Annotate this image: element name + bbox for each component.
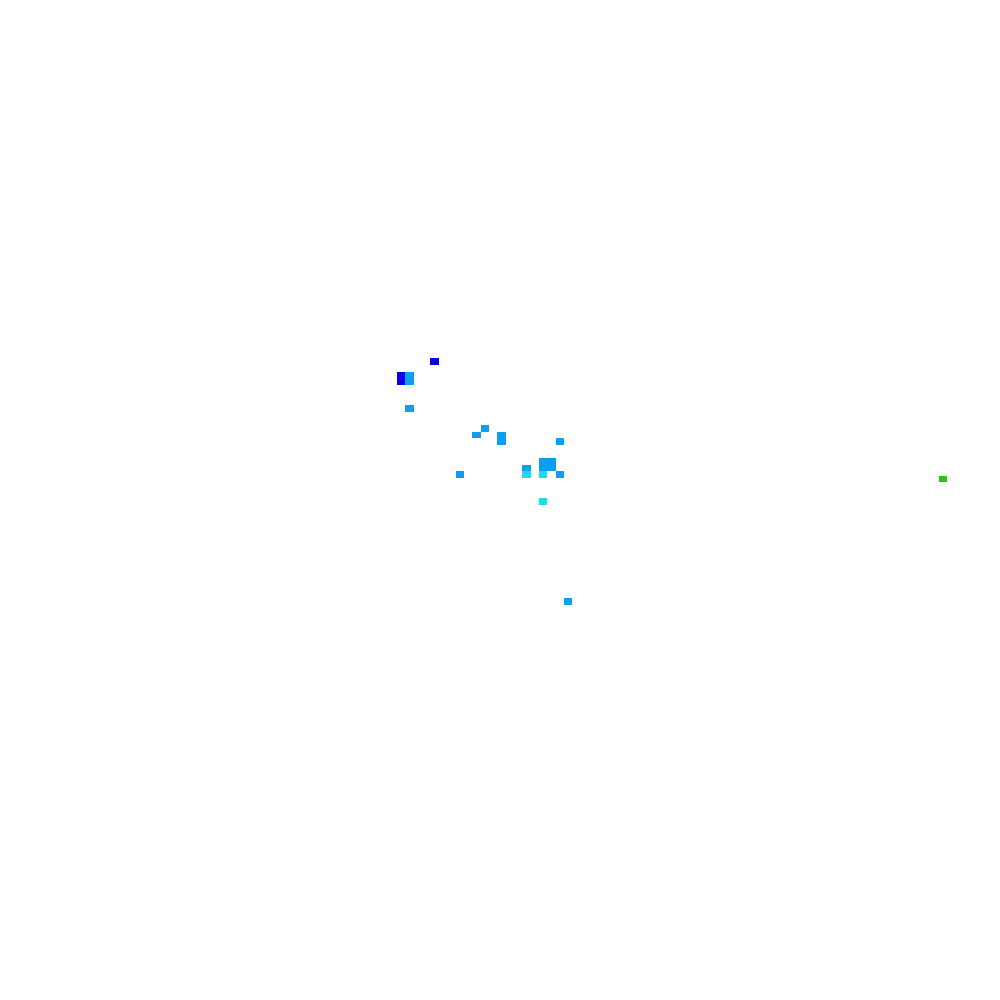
raster-cell-sky-blue <box>556 471 564 478</box>
raster-cell-sky-blue <box>481 425 489 432</box>
raster-cell-sky-blue <box>472 432 481 438</box>
raster-cell-sky-blue <box>497 432 506 438</box>
raster-cell-cyan <box>522 471 531 478</box>
raster-cell-green <box>939 476 947 482</box>
raster-cell-deep-blue <box>397 372 406 385</box>
raster-cell-sky-blue <box>539 458 556 471</box>
raster-cell-cyan <box>539 471 547 478</box>
raster-cell-cyan <box>539 498 547 505</box>
raster-cell-sky-blue <box>405 372 414 385</box>
raster-cell-sky-blue <box>522 465 531 471</box>
raster-cell-sky-blue <box>405 405 414 412</box>
raster-cell-sky-blue <box>564 598 572 605</box>
raster-cell-deep-blue <box>430 358 439 365</box>
raster-cell-sky-blue <box>556 438 564 445</box>
raster-cell-sky-blue <box>456 471 464 478</box>
raster-cell-sky-blue <box>497 438 506 445</box>
